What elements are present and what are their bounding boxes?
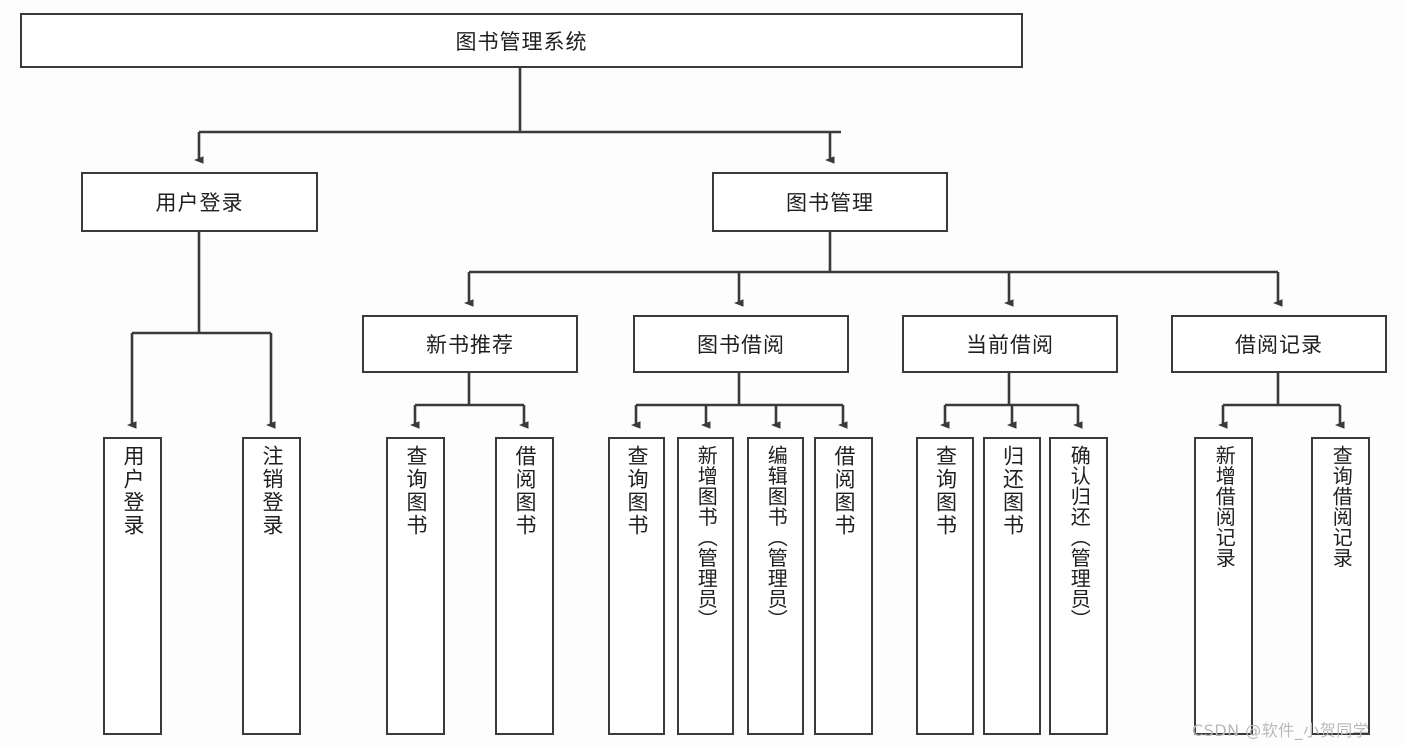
node-leaf-borrow-book[interactable]: 借阅图书: [814, 437, 873, 735]
node-label: 查询图书: [933, 445, 958, 537]
node-leaf-query-book-borrow[interactable]: 查询图书: [608, 437, 665, 735]
node-label: 新增图书（管理员）: [694, 445, 719, 630]
node-label: 查询图书: [403, 445, 428, 537]
node-leaf-query-book-recommend[interactable]: 查询图书: [386, 437, 445, 735]
csdn-watermark: CSDN @软件_小贺同学: [1192, 721, 1370, 740]
node-label: 借阅图书: [831, 445, 856, 537]
node-label: 新书推荐: [426, 333, 514, 357]
node-user-login[interactable]: 用户登录: [81, 172, 318, 232]
node-label: 用户登录: [155, 191, 244, 215]
node-label: 借阅记录: [1235, 333, 1323, 357]
node-leaf-borrow-book-recommend[interactable]: 借阅图书: [495, 437, 554, 735]
node-leaf-add-book-admin[interactable]: 新增图书（管理员）: [677, 437, 734, 735]
node-leaf-query-borrow-record[interactable]: 查询借阅记录: [1311, 437, 1370, 735]
node-leaf-edit-book-admin[interactable]: 编辑图书（管理员）: [747, 437, 804, 735]
node-label: 确认归还（管理员）: [1067, 445, 1092, 630]
node-leaf-add-borrow-record[interactable]: 新增借阅记录: [1194, 437, 1253, 735]
node-label: 当前借阅: [966, 333, 1054, 357]
node-label: 编辑图书（管理员）: [764, 445, 789, 630]
node-book-management[interactable]: 图书管理: [712, 172, 948, 232]
node-label: 查询图书: [624, 445, 649, 537]
node-borrow-record[interactable]: 借阅记录: [1171, 315, 1387, 373]
node-new-book-recommend[interactable]: 新书推荐: [362, 315, 578, 373]
node-label: 图书管理系统: [455, 29, 588, 54]
node-root-system[interactable]: 图书管理系统: [20, 13, 1023, 68]
node-leaf-user-login[interactable]: 用户登录: [103, 437, 162, 735]
node-leaf-confirm-return-admin[interactable]: 确认归还（管理员）: [1049, 437, 1108, 735]
node-label: 用户登录: [120, 445, 145, 537]
node-book-borrow[interactable]: 图书借阅: [633, 315, 849, 373]
node-leaf-return-book[interactable]: 归还图书: [983, 437, 1041, 735]
node-label: 注销登录: [259, 445, 284, 537]
node-label: 查询借阅记录: [1329, 445, 1354, 568]
node-label: 图书管理: [786, 191, 874, 215]
node-leaf-query-book-current[interactable]: 查询图书: [916, 437, 974, 735]
node-label: 借阅图书: [512, 445, 537, 537]
node-current-borrow[interactable]: 当前借阅: [902, 315, 1118, 373]
node-label: 图书借阅: [697, 333, 785, 357]
node-label: 新增借阅记录: [1212, 445, 1237, 568]
node-label: 归还图书: [1000, 445, 1025, 537]
node-leaf-logout[interactable]: 注销登录: [242, 437, 301, 735]
